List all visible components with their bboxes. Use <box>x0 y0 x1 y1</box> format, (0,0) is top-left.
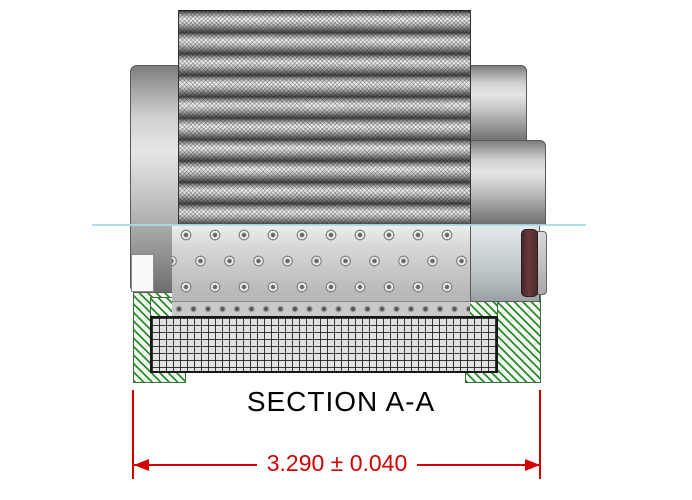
dimension-value: 3.290 ± 0.040 <box>256 450 418 477</box>
wire-mesh-screen <box>150 316 498 373</box>
right-end-tip <box>537 231 547 295</box>
dimension-arrow-right-icon <box>525 459 540 471</box>
perforated-core-tube <box>172 224 470 302</box>
pleated-filter-media <box>178 10 471 224</box>
left-end-cap-notch <box>131 254 154 292</box>
centerline <box>92 224 586 226</box>
dimension-text-wrap: 3.290 ± 0.040 <box>134 450 540 477</box>
section-label: SECTION A-A <box>246 386 436 417</box>
dimension-extension-line-right <box>539 390 541 479</box>
right-end-cap-upper <box>470 65 527 142</box>
right-end-cap-flange <box>470 140 546 225</box>
dimension-extension-line-left <box>132 390 134 479</box>
perforation-row <box>172 301 470 316</box>
dimension-arrow-left-icon <box>134 459 149 471</box>
o-ring-seal <box>521 229 538 297</box>
